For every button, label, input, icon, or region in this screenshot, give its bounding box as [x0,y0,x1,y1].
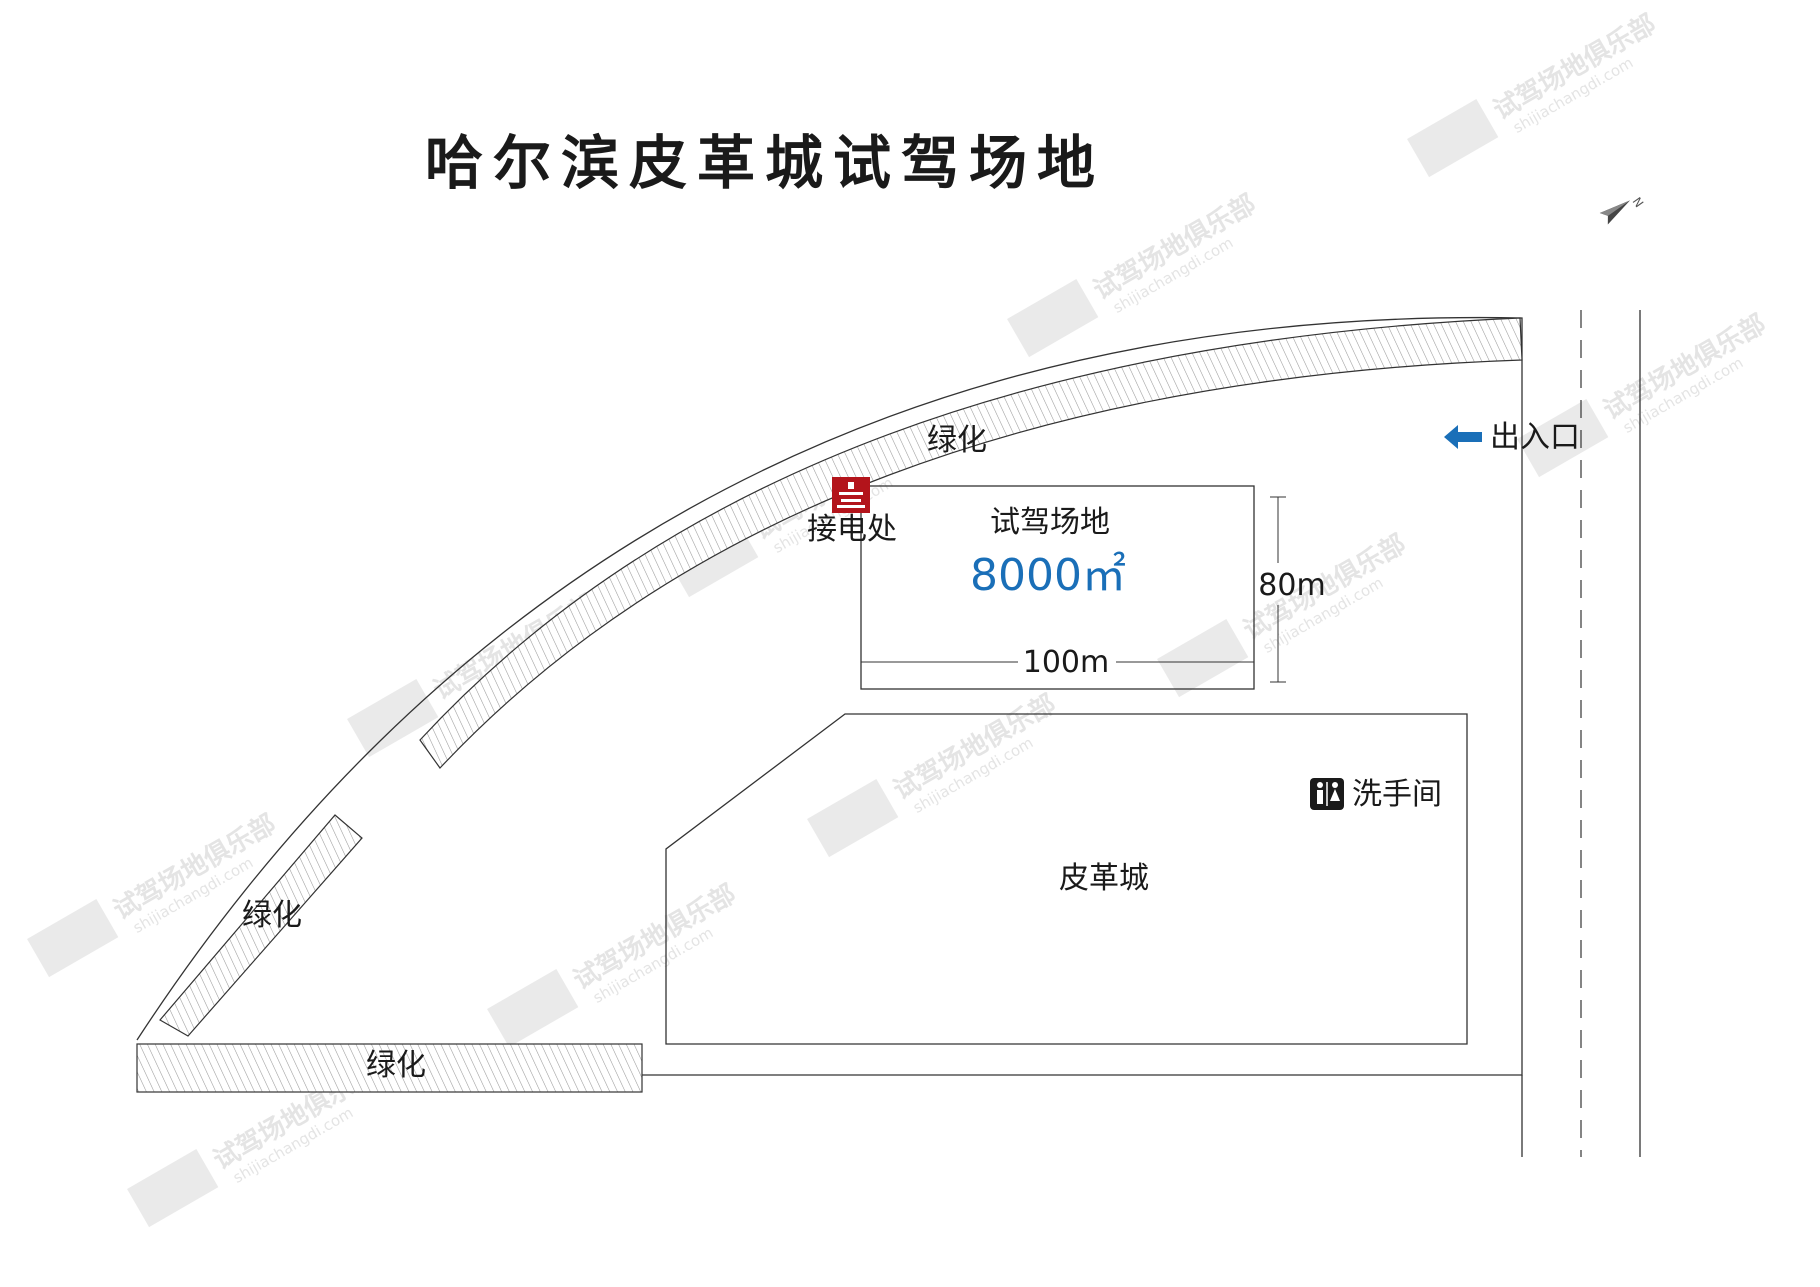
building-label: 皮革城 [1059,861,1149,896]
watermark-text: 试驾场地俱乐部 [1088,188,1261,306]
power-point-label: 接电处 [807,512,897,547]
watermark-text: 试驾场地俱乐部 [888,688,1061,806]
watermark-logo-icon [27,899,119,978]
power-socket-icon [832,477,870,513]
greenery-top-band [419,317,1523,769]
watermark-logo-icon [1517,399,1609,478]
restroom-icon [1310,778,1344,810]
length-dimension [860,654,1255,670]
greenery-left-band [159,814,363,1037]
length-label: 100m [1023,645,1109,680]
site-boundary [136,316,1523,1076]
north-arrow-icon [1599,200,1631,225]
width-dimension [1270,496,1286,683]
page-title: 哈尔滨皮革城试驾场地 [425,129,1105,197]
entrance-label: 出入口 [1490,420,1580,455]
greenery-bottom-band [136,1043,643,1093]
watermark-logo-icon [127,1149,219,1228]
watermark-logo-icon [1157,619,1249,698]
restroom-label: 洗手间 [1352,777,1442,812]
watermark-logo-icon [347,679,439,758]
compass-north-label: N [1630,195,1647,210]
greenery-left-label: 绿化 [242,898,302,933]
test-site-area-value: 8000㎡ [970,550,1126,601]
watermark-logo-icon [1007,279,1099,358]
arrow-left-icon [1444,425,1482,449]
test-site-label: 试驾场地 [990,505,1110,540]
watermark-logo-icon [1407,99,1499,178]
watermark-text: 试驾场地俱乐部 [1488,8,1661,126]
watermark-text: 试驾场地俱乐部 [1598,308,1771,426]
greenery-top-label: 绿化 [927,423,987,458]
watermark-text: 试驾场地俱乐部 [568,878,741,996]
width-label: 80m [1258,568,1325,603]
test-site-area [860,485,1255,690]
watermark-logo-icon [807,779,899,858]
greenery-bottom-label: 绿化 [366,1048,426,1083]
watermark-logo-icon [487,969,579,1048]
building-outline [665,713,1468,1045]
